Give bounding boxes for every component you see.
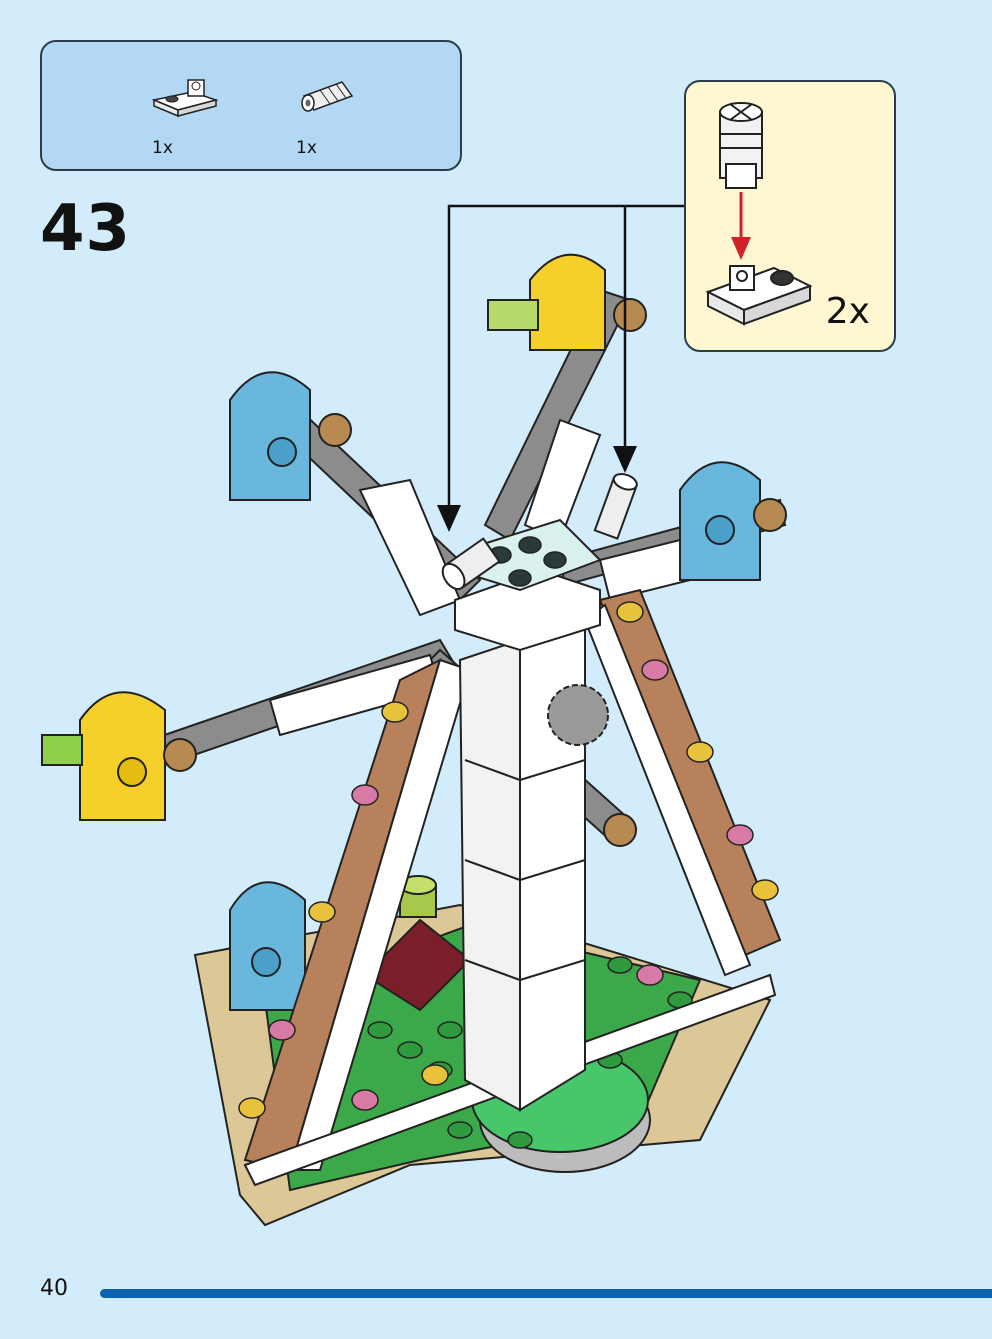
callout-multiplier: 2x — [825, 291, 870, 332]
support-studs — [238, 601, 779, 1119]
part-plate-with-clip: 1x — [146, 66, 236, 158]
progress-bar — [100, 1289, 992, 1298]
pointer-lines — [447, 204, 684, 510]
part-quantity: 1x — [152, 138, 173, 158]
gondola-yellow-top — [487, 253, 606, 351]
tower-top-studs — [488, 536, 567, 587]
sub-assembly-callout: 2x — [684, 80, 896, 352]
axle-connector-icon — [719, 102, 763, 189]
white-beams — [268, 418, 692, 737]
sub-assembly-illustration — [705, 102, 813, 326]
gondola-blue-right — [679, 461, 761, 581]
new-parts-highlight — [441, 473, 638, 591]
parts-list-box: 1x 1x — [40, 40, 462, 171]
plate-with-clip-icon — [151, 79, 219, 118]
arrow-down-icon — [613, 446, 637, 473]
gondola-blue-left — [229, 371, 311, 501]
plate-with-clip-icon — [705, 265, 813, 326]
axle-connector-icon — [301, 81, 354, 112]
arrow-down-icon — [437, 505, 461, 532]
gondolas — [41, 253, 761, 1011]
page-number: 40 — [40, 1276, 68, 1301]
part-quantity: 1x — [296, 138, 317, 158]
gear-icon — [547, 684, 609, 746]
axle-pins — [163, 298, 787, 847]
central-tower — [453, 518, 602, 1112]
part-axle-connector: 1x — [290, 66, 380, 158]
step-number: 43 — [40, 192, 132, 266]
gondola-yellow-left — [41, 691, 166, 821]
arrow-down-icon — [731, 237, 751, 260]
gondola-blue-bottom — [229, 881, 306, 1011]
